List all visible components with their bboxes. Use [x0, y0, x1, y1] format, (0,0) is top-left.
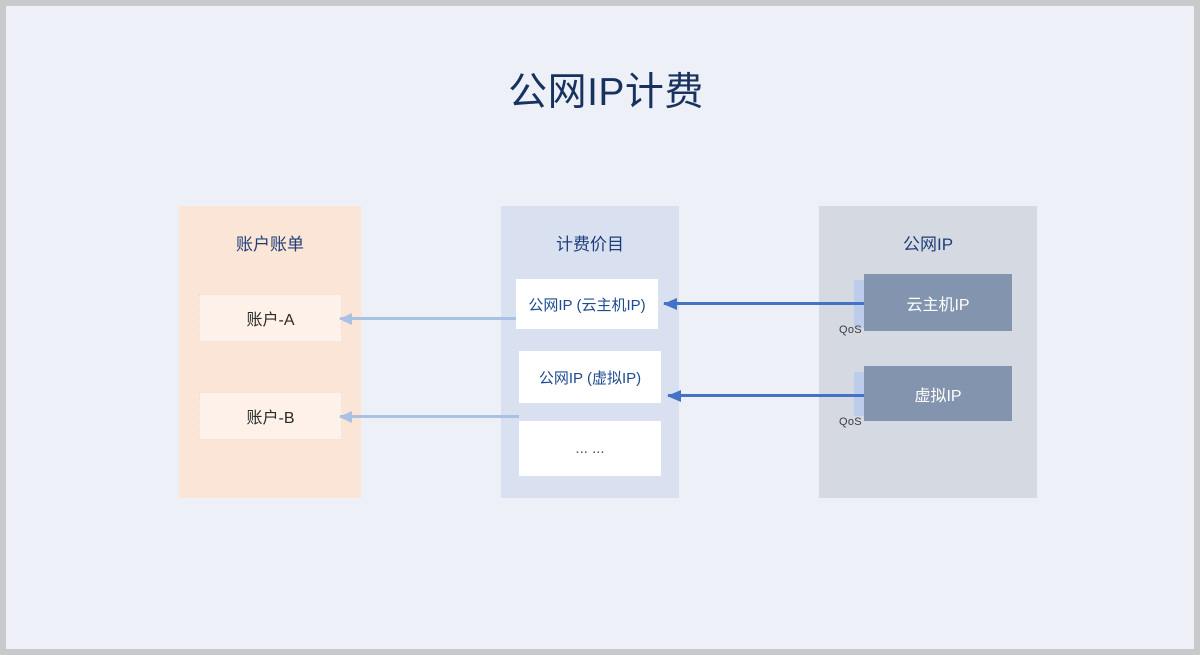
panel-account-bill: 账户账单 账户-A 账户-B: [179, 206, 361, 498]
public-ip-box-virtual-label: 虚拟IP: [914, 387, 962, 405]
panel-pricing-catalog: 计费价目 公网IP (云主机IP) 公网IP (虚拟IP) ... ...: [501, 206, 679, 498]
panel-account-bill-title: 账户账单: [236, 235, 304, 254]
pricing-item-virtual-ip[interactable]: 公网IP (虚拟IP): [519, 351, 661, 403]
panel-pricing-catalog-title: 计费价目: [556, 235, 624, 254]
account-box-b-label: 账户-B: [246, 410, 295, 427]
arrow-pricing-to-account-a-head: [339, 313, 352, 325]
qos-label-cloudhost-ip: QoS: [839, 324, 862, 336]
pricing-item-virtual-ip-label: 公网IP (虚拟IP): [538, 369, 642, 387]
panel-public-ip-title: 公网IP: [902, 235, 954, 254]
account-box-a-label: 账户-A: [246, 312, 295, 329]
panel-public-ip: 公网IP 云主机IP QoS 虚拟IP QoS: [819, 206, 1037, 498]
arrow-pricing-to-account-a-line: [340, 317, 516, 320]
qos-label-virtual-ip: QoS: [839, 416, 862, 428]
arrow-virtual-ip-to-pricing-head: [667, 390, 681, 402]
page-title: 公网IP计费: [508, 71, 704, 114]
public-ip-box-virtual[interactable]: 虚拟IP: [864, 366, 1012, 421]
pricing-item-more[interactable]: ... ...: [519, 421, 661, 476]
public-ip-box-cloudhost[interactable]: 云主机IP: [864, 274, 1012, 331]
account-box-b[interactable]: 账户-B: [199, 392, 342, 440]
arrow-cloudhost-ip-to-pricing-head: [663, 298, 677, 310]
account-box-a[interactable]: 账户-A: [199, 294, 342, 342]
pricing-item-cloudhost-ip[interactable]: 公网IP (云主机IP): [516, 279, 658, 329]
pricing-item-cloudhost-ip-label: 公网IP (云主机IP): [528, 296, 646, 314]
arrow-pricing-to-account-b-line: [340, 415, 519, 418]
arrow-pricing-to-account-b-head: [339, 411, 352, 423]
public-ip-box-cloudhost-label: 云主机IP: [906, 296, 970, 314]
arrow-cloudhost-ip-to-pricing-line: [664, 302, 864, 305]
pricing-item-more-label: ... ...: [575, 440, 605, 457]
arrow-virtual-ip-to-pricing-line: [668, 394, 864, 397]
